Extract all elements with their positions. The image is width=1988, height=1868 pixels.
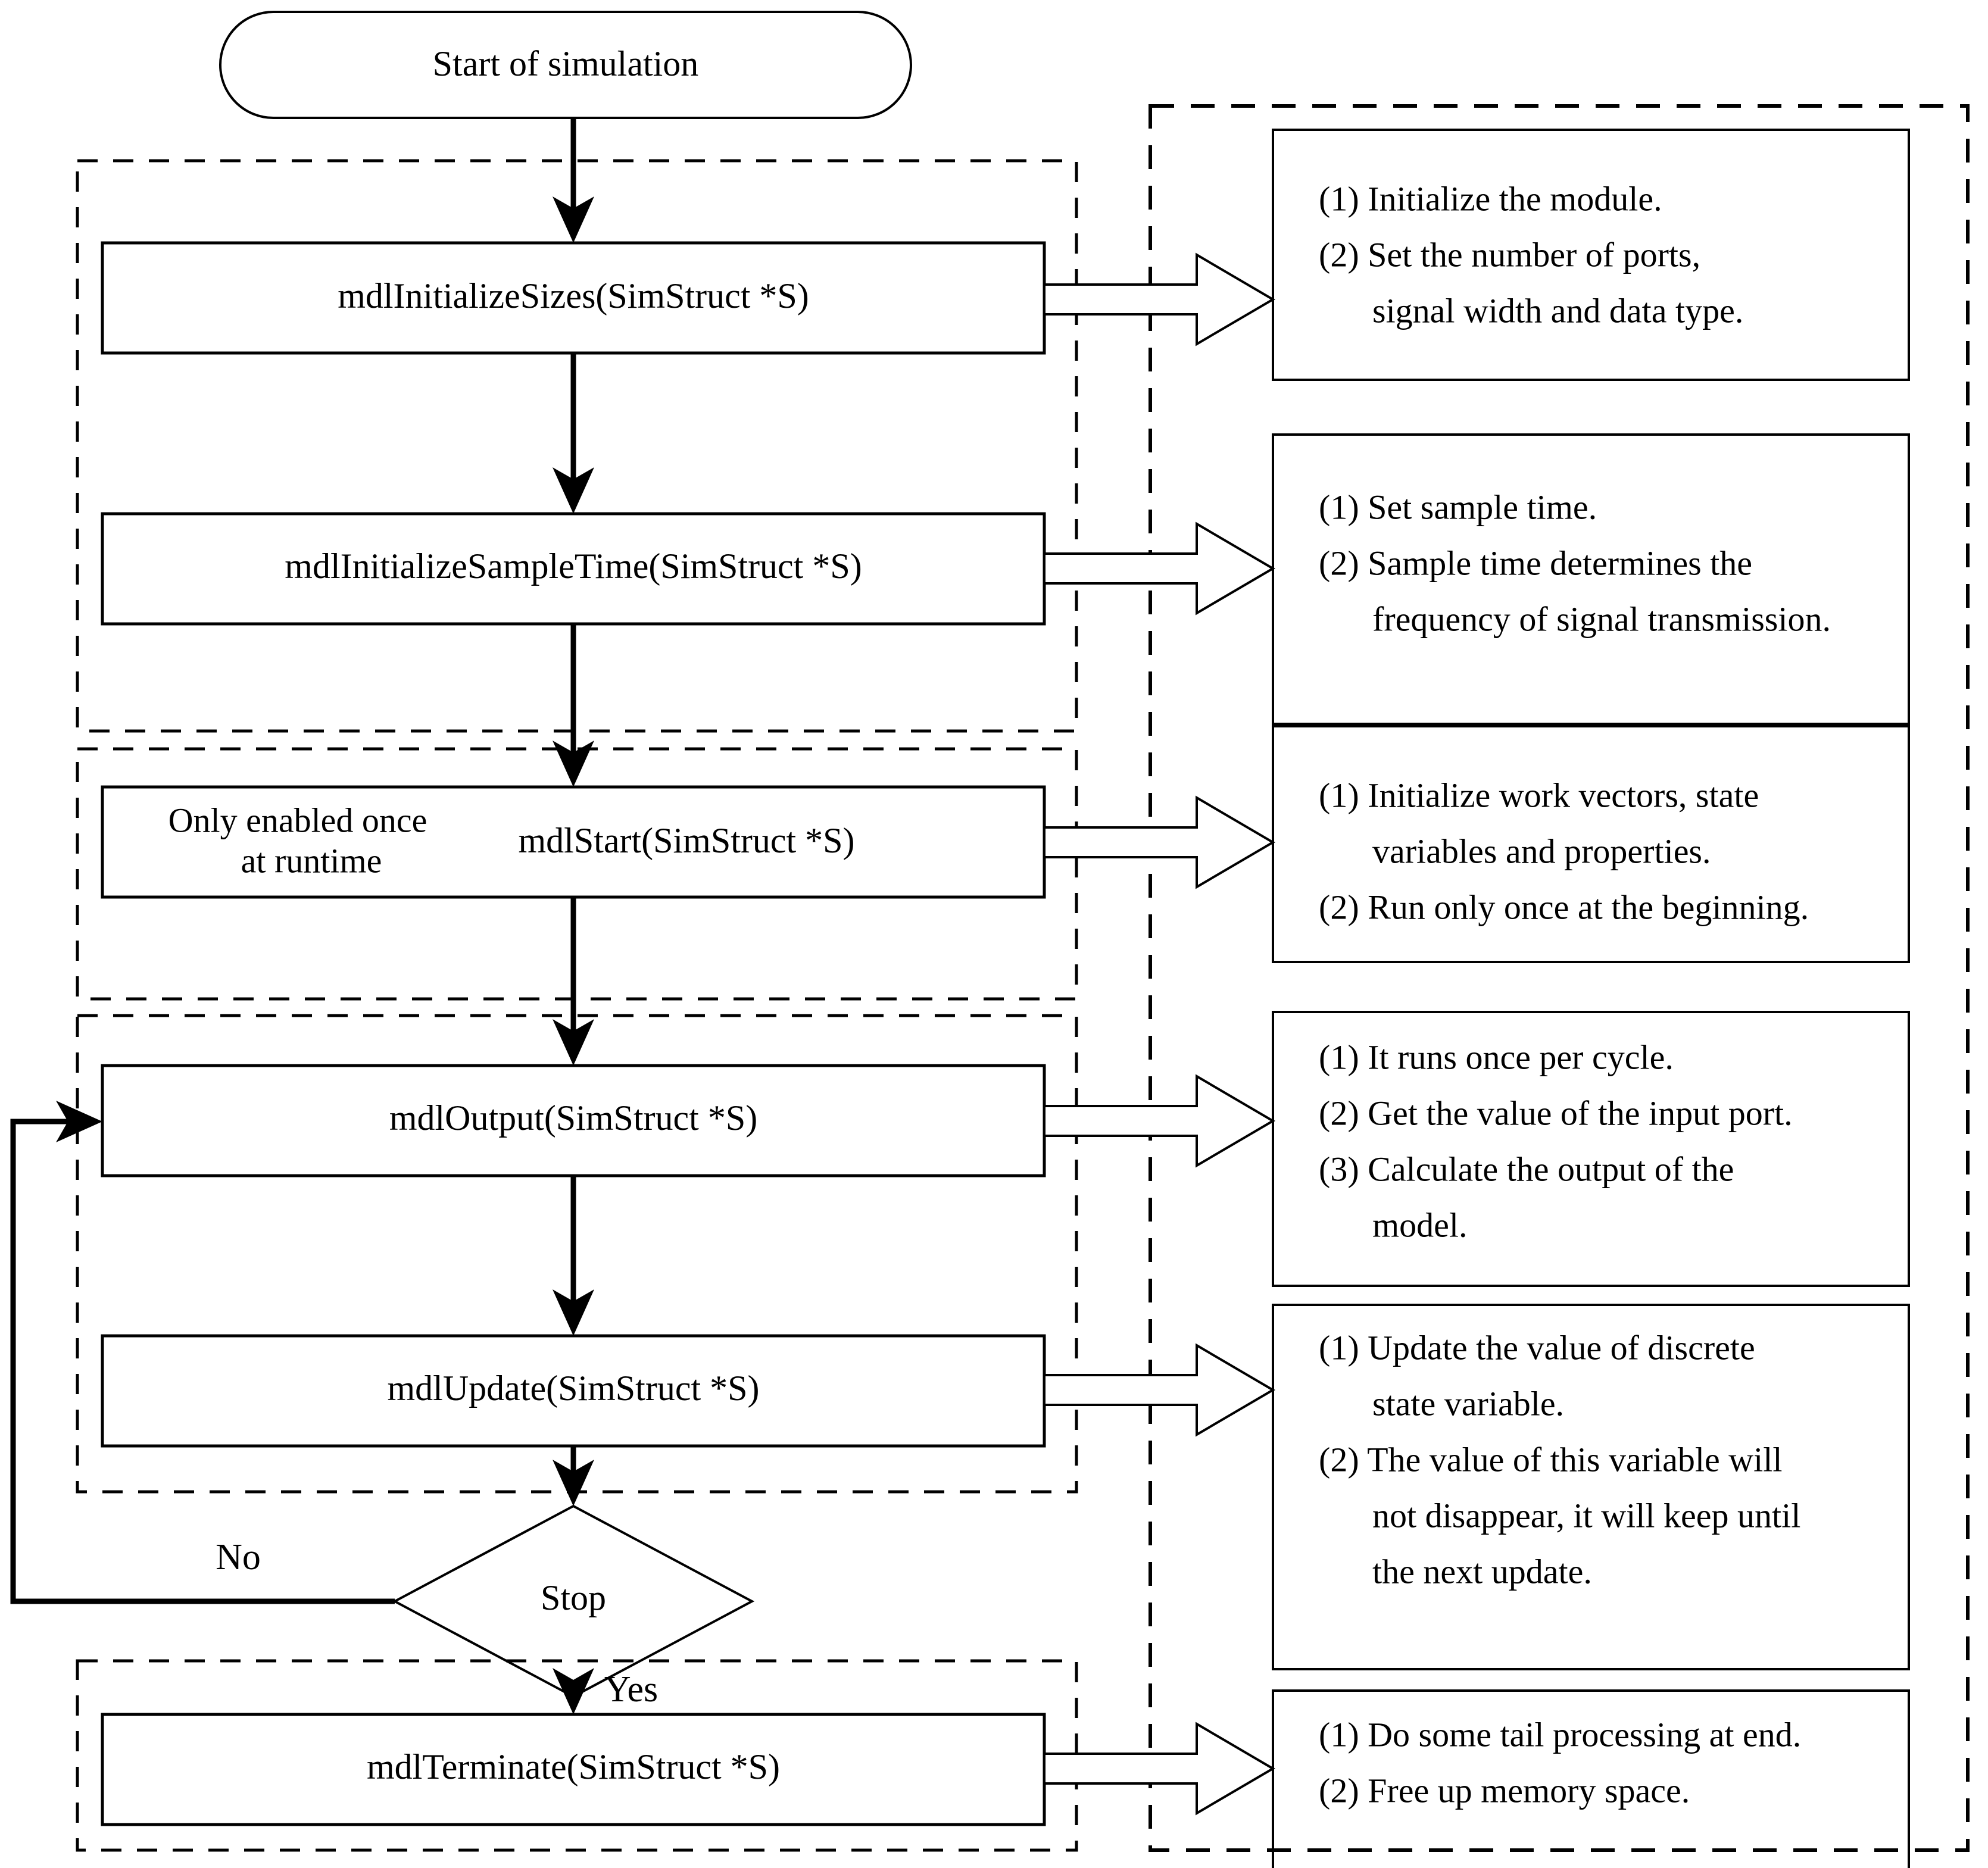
group-region-start (76, 747, 1078, 1001)
edge-label-no: No (216, 1537, 261, 1578)
annotation-line: (1) It runs once per cycle. (1319, 1038, 1674, 1076)
annotation-line: not disappear, it will keep until (1372, 1496, 1800, 1535)
annotation-line: frequency of signal transmission. (1372, 599, 1831, 638)
process-label-init-sample-time: mdlInitializeSampleTime(SimStruct *S) (285, 546, 862, 586)
group-region-terminate (76, 1659, 1078, 1852)
annotation-line: (2) The value of this variable will (1319, 1440, 1782, 1479)
annotation-line: (3) Calculate the output of the (1319, 1149, 1734, 1188)
annotation-line: (2) Free up memory space. (1319, 1771, 1690, 1810)
arrowhead-loopback-to-output (56, 1101, 102, 1142)
block-arrow-start (1043, 795, 1275, 889)
block-arrow-terminate (1043, 1722, 1275, 1816)
process-side-note-start-line1: Only enabled once (168, 801, 427, 839)
process-side-note-start-line2: at runtime (241, 841, 382, 880)
annotation-box-terminate (1272, 1689, 1910, 1868)
annotation-box-init-sample-time (1272, 433, 1910, 727)
annotation-line: signal width and data type. (1372, 291, 1743, 330)
annotation-line: (2) Get the value of the input port. (1319, 1094, 1793, 1132)
arrowhead-to-output (553, 1019, 594, 1066)
block-arrow-update (1043, 1343, 1275, 1437)
process-label-init-sizes: mdlInitializeSizes(SimStruct *S) (338, 276, 809, 316)
annotation-box-start (1272, 723, 1910, 963)
group-region-loop (76, 1014, 1078, 1494)
arrowhead-to-init-sizes (553, 196, 594, 243)
group-region-annotations (1149, 104, 1970, 1852)
arrowhead-to-init-sample-time (553, 467, 594, 514)
edge-label-yes: Yes (604, 1669, 658, 1710)
process-label-start: mdlStart(SimStruct *S) (518, 821, 854, 860)
block-arrow-init-sample-time (1043, 521, 1275, 616)
annotation-line: (2) Set the number of ports, (1319, 235, 1700, 274)
block-arrow-output (1043, 1074, 1275, 1168)
process-label-update: mdlUpdate(SimStruct *S) (388, 1369, 760, 1408)
process-label-output: mdlOutput(SimStruct *S) (389, 1098, 757, 1138)
annotation-box-output (1272, 1011, 1910, 1287)
annotation-line: (1) Initialize work vectors, state (1319, 776, 1759, 814)
annotation-line: variables and properties. (1372, 832, 1711, 870)
start-node-label: Start of simulation (433, 44, 699, 83)
annotation-line: (1) Update the value of discrete (1319, 1328, 1755, 1367)
block-arrow-init-sizes (1043, 252, 1275, 346)
annotation-box-init-sizes (1272, 129, 1910, 381)
annotation-box-update (1272, 1304, 1910, 1670)
group-region-initialization (76, 159, 1078, 733)
annotation-line: state variable. (1372, 1384, 1564, 1423)
annotation-line: (2) Run only once at the beginning. (1319, 888, 1809, 926)
annotation-line: (2) Sample time determines the (1319, 543, 1752, 582)
annotation-line: (1) Set sample time. (1319, 488, 1597, 526)
arrowhead-to-terminate (553, 1668, 594, 1714)
process-label-terminate: mdlTerminate(SimStruct *S) (367, 1747, 780, 1786)
annotation-line: (1) Initialize the module. (1319, 179, 1662, 218)
annotation-line: (1) Do some tail processing at end. (1319, 1715, 1801, 1754)
arrowhead-to-stop (553, 1460, 594, 1506)
start-node-shape (219, 11, 912, 119)
decision-label-stop: Stop (541, 1578, 606, 1617)
flow-no-loopback (10, 1119, 395, 1604)
annotation-line: model. (1372, 1205, 1467, 1244)
arrowhead-to-start (553, 741, 594, 787)
arrowhead-to-update (553, 1289, 594, 1336)
annotation-line: the next update. (1372, 1552, 1592, 1591)
